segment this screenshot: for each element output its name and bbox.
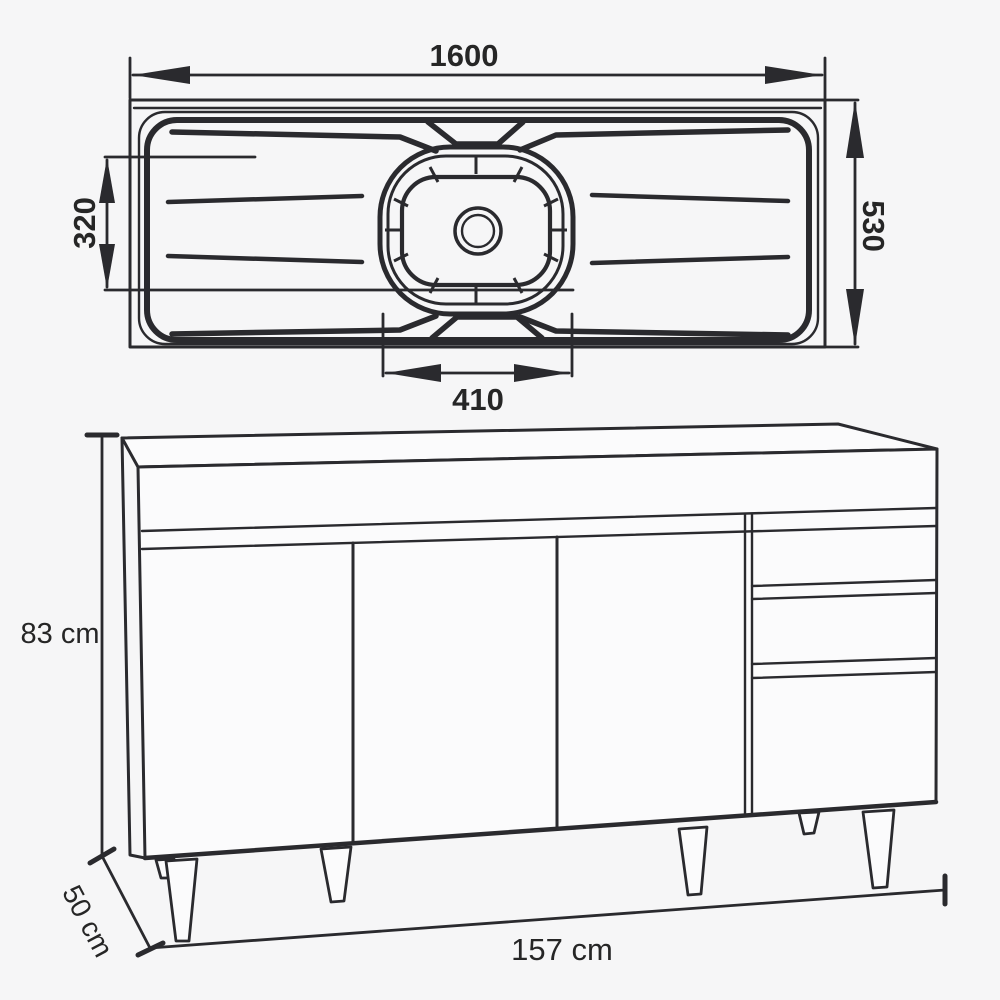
- drainboard-grooves-left: [165, 129, 439, 337]
- cabinet-front-view-drawing: 83 cm 50 cm 157 cm: [21, 422, 948, 967]
- overflow-notch-bottom: [429, 314, 545, 341]
- dimension-530: 530: [823, 98, 891, 349]
- top-rail-line-lower: [140, 524, 938, 551]
- dimension-320: 320: [67, 155, 575, 292]
- drainboard-grooves-right: [517, 127, 791, 338]
- cabinet-bottom-edge: [142, 799, 939, 861]
- dimension-label-530: 530: [856, 200, 891, 252]
- dimension-157cm: 157 cm: [148, 873, 948, 967]
- leg-front-left: [164, 857, 199, 943]
- dimension-410: 410: [381, 312, 574, 417]
- cabinet-side-panel: [120, 436, 147, 860]
- arrow-left-icon: [133, 66, 190, 84]
- sink-top-view-drawing: 1600: [67, 38, 891, 417]
- overflow-notch-top: [425, 119, 526, 147]
- top-rail-line-upper: [140, 506, 938, 533]
- arrow-up-icon: [846, 101, 864, 158]
- arrow-down-icon: [846, 289, 864, 346]
- leg-center-right: [677, 825, 709, 897]
- arrow-right-icon: [765, 66, 822, 84]
- drawer-divider-1: [750, 578, 938, 601]
- dimension-label-1600: 1600: [430, 38, 499, 73]
- drain-hole: [453, 206, 503, 256]
- leg-center-left: [319, 845, 353, 904]
- dimension-1600: 1600: [128, 38, 827, 100]
- dimension-50cm: 50 cm: [56, 854, 166, 962]
- arrow-up-icon: [99, 158, 115, 203]
- sink-outer-rim: [128, 98, 827, 349]
- leg-back-right: [797, 810, 821, 836]
- drawer-divider-2: [750, 656, 938, 680]
- arrow-down-icon: [99, 244, 115, 289]
- dimension-label-320: 320: [67, 197, 102, 249]
- leg-front-right: [861, 808, 896, 890]
- arrow-right-icon: [514, 364, 569, 382]
- dimension-label-410: 410: [452, 382, 504, 417]
- dimension-83cm: 83 cm: [21, 432, 120, 866]
- dimension-label-83cm: 83 cm: [21, 618, 100, 650]
- dimension-label-157cm: 157 cm: [511, 932, 613, 967]
- sink-bowl: [377, 144, 576, 317]
- arrow-left-icon: [386, 364, 441, 382]
- dimension-label-50cm: 50 cm: [56, 880, 119, 962]
- cabinet-legs: [154, 808, 896, 943]
